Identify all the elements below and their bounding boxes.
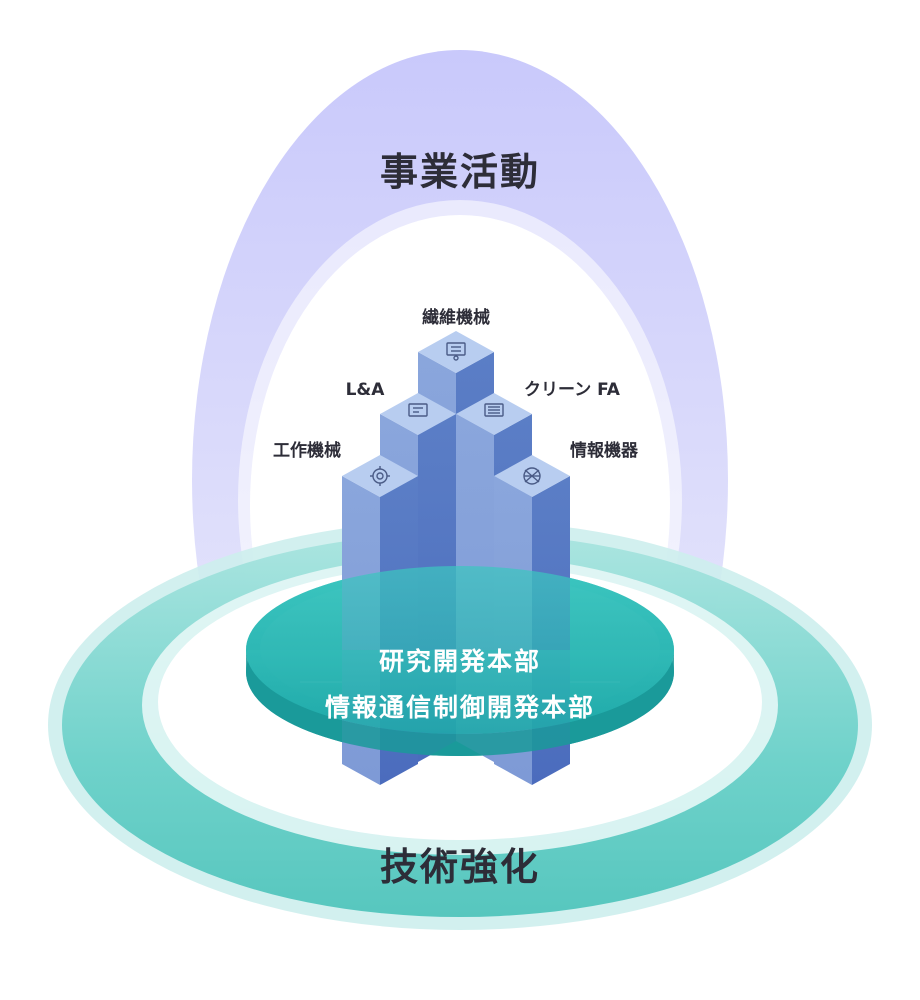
network-icon	[523, 467, 541, 485]
business-activities-title: 事業活動	[380, 150, 540, 194]
label-la: L&A	[346, 380, 386, 400]
rnd-disc-front	[246, 566, 674, 756]
gear-icon	[370, 466, 390, 486]
technology-strengthening-title: 技術強化	[380, 845, 540, 889]
rnd-label: 研究開発本部	[379, 647, 541, 676]
label-textile: 繊維機械	[422, 307, 490, 328]
ict-rnd-label: 情報通信制御開発本部	[325, 693, 595, 722]
label-info-equipment: 情報機器	[570, 440, 639, 461]
logistics-icon	[408, 403, 428, 417]
label-machine-tools: 工作機械	[273, 440, 341, 461]
clean-fa-icon	[484, 403, 504, 417]
textile-machine-icon	[446, 342, 466, 361]
label-clean-fa: クリーン FA	[524, 380, 621, 400]
